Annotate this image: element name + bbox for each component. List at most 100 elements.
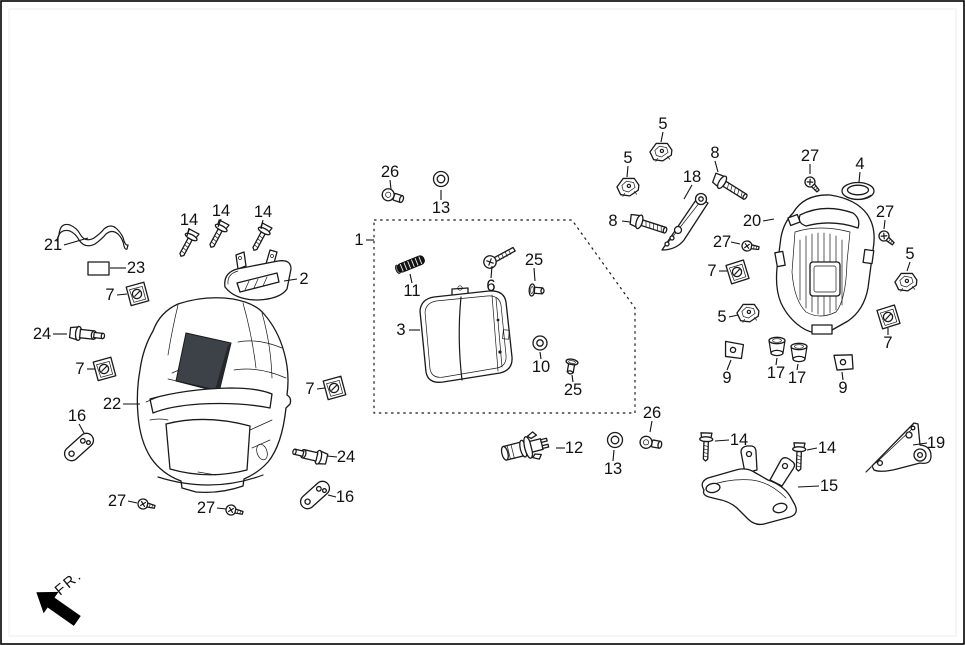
- part-9-plate-1: [723, 340, 745, 360]
- leader-line-27-40: [730, 241, 741, 245]
- callout-label-5-32: 5: [658, 115, 667, 133]
- leader-line-11-19: [409, 273, 413, 284]
- callout-label-16-15: 16: [336, 488, 354, 506]
- callout-label-5-33: 5: [623, 149, 632, 167]
- callout-label-12-25: 12: [565, 439, 583, 457]
- part-22-headlight-case: [136, 297, 292, 494]
- leader-line-5-42: [906, 261, 911, 272]
- leader-line-5-44: [728, 314, 739, 318]
- part-17-cap-1: [768, 336, 786, 357]
- callout-label-27-41: 27: [876, 203, 894, 221]
- callout-label-27-8: 27: [197, 499, 215, 517]
- leader-line-25-21: [533, 267, 536, 282]
- callout-label-14-10: 14: [212, 202, 230, 220]
- part-25-fastener-1: [528, 283, 546, 298]
- leader-line-20-39: [762, 218, 775, 222]
- callout-label-7-13: 7: [305, 380, 314, 398]
- part-13-nut-2: [606, 431, 624, 449]
- fr-arrow-icon: [36, 591, 81, 626]
- part-5-clip-1: [648, 141, 674, 163]
- leader-line-13-26: [612, 449, 615, 462]
- callout-label-6-20: 6: [486, 277, 495, 295]
- callout-label-26-16: 26: [381, 163, 399, 181]
- part-27-screw-1: [136, 497, 157, 513]
- callout-label-20-39: 20: [743, 212, 761, 230]
- callout-label-14-30: 14: [818, 439, 836, 457]
- part-26-bolt-1: [379, 186, 406, 207]
- callout-label-1-18: 1: [354, 231, 363, 249]
- callout-label-14-9: 14: [180, 211, 198, 229]
- leader-line-14-11: [260, 219, 264, 230]
- part-7-clip-nut-5: [875, 303, 902, 330]
- part-7-clip-nut-3: [322, 375, 347, 401]
- part-14-bolt-4: [698, 432, 714, 462]
- callout-label-16-5: 16: [68, 407, 86, 425]
- part-20-rear-cover: [774, 194, 875, 335]
- leader-line-8-34: [714, 160, 719, 173]
- part-16-bracket-2: [297, 477, 333, 513]
- leader-line-5-32: [660, 131, 664, 143]
- part-18-bracket: [661, 192, 709, 251]
- callout-label-8-36: 8: [608, 212, 617, 230]
- leader-line-16-5: [78, 423, 85, 434]
- part-8-bolt-1: [627, 211, 670, 238]
- leader-line-27-8: [216, 507, 227, 510]
- callout-label-24-3: 24: [33, 325, 51, 343]
- leader-line-4-38: [858, 171, 861, 183]
- part-17-cap-2: [790, 342, 808, 363]
- leader-line-19-31: [912, 442, 928, 446]
- part-21-wire-clamp: [56, 223, 129, 250]
- leader-line-27-7: [127, 500, 138, 504]
- part-6-screw: [483, 246, 516, 269]
- callout-label-7-2: 7: [105, 286, 114, 304]
- part-25-fastener-2: [563, 357, 580, 376]
- leader-line-24-14: [326, 455, 338, 458]
- fr-indicator: FR.: [36, 567, 86, 626]
- callout-label-10-23: 10: [532, 358, 550, 376]
- part-4-grommet: [841, 181, 875, 201]
- part-5-clip-3: [893, 271, 919, 293]
- callout-label-18-35: 18: [683, 168, 701, 186]
- callout-label-15-29: 15: [820, 477, 838, 495]
- callout-label-13-17: 13: [432, 199, 450, 217]
- part-27-screw-5: [876, 228, 898, 249]
- part-9-plate-2: [833, 352, 855, 372]
- callout-label-2-12: 2: [299, 270, 308, 288]
- callout-label-27-40: 27: [713, 233, 731, 251]
- callout-label-14-11: 14: [254, 203, 272, 221]
- leader-line-26-27: [649, 420, 653, 433]
- part-23-pad: [87, 261, 110, 276]
- callout-label-9-49: 9: [838, 379, 847, 397]
- part-5-clip-2: [615, 176, 641, 198]
- callout-label-7-45: 7: [883, 334, 892, 352]
- leader-line-9-46: [726, 359, 732, 371]
- leader-line-14-30: [806, 447, 818, 451]
- part-7-clip-nut-4: [724, 258, 751, 285]
- leader-line-15-29: [797, 485, 820, 488]
- part-27-screw-3: [740, 239, 761, 254]
- leader-line-17-48: [796, 363, 799, 371]
- leader-line-6-20: [490, 265, 493, 279]
- callout-label-4-38: 4: [855, 155, 864, 173]
- callout-label-17-47: 17: [767, 364, 785, 382]
- leader-line-17-47: [775, 357, 778, 366]
- part-24-bolt-2: [290, 443, 329, 467]
- callout-label-23-1: 23: [127, 259, 145, 277]
- leader-line-21-0: [63, 237, 89, 246]
- callout-label-25-24: 25: [564, 381, 582, 399]
- part-7-clip-nut-2: [92, 356, 117, 382]
- part-13-nut-1: [432, 170, 450, 188]
- leader-line-26-16: [389, 179, 392, 190]
- part-15-stay-bracket: [701, 445, 797, 526]
- callout-label-25-21: 25: [525, 251, 543, 269]
- leader-line-7-13: [316, 387, 326, 390]
- leader-line-16-15: [327, 494, 337, 498]
- part-16-bracket-1: [61, 429, 97, 465]
- part-3-headlight-unit: [419, 285, 513, 383]
- callout-label-26-27: 26: [643, 404, 661, 422]
- leader-line-14-28: [714, 439, 730, 442]
- callout-label-5-44: 5: [717, 308, 726, 326]
- part-12-bulb: [500, 431, 550, 461]
